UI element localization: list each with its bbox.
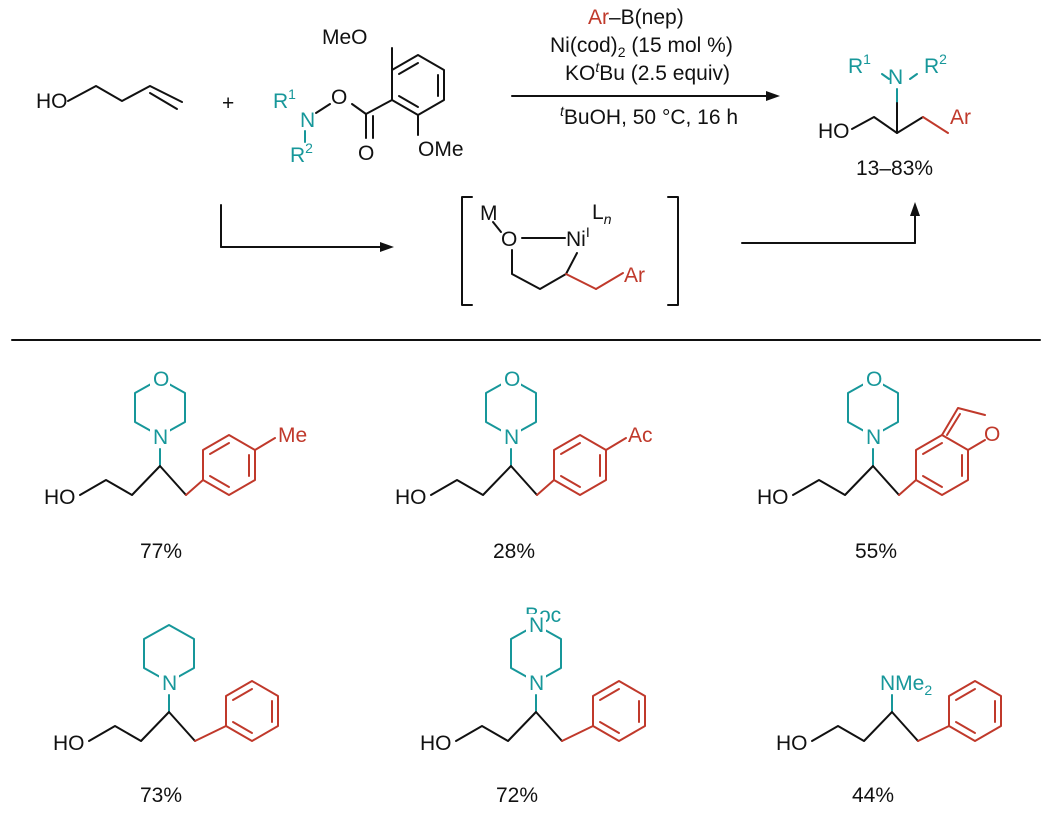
condition-solvent: tBuOH, 50 °C, 16 h [560,103,738,129]
example-6-ho-label: HO [776,732,808,755]
example-6-amine-label: NMe2 [880,672,932,698]
nickelacycle-intermediate: M O NiI Ln Ar [461,196,679,306]
reaction-conditions: Ar–B(nep) Ni(cod)2 (15 mol %) KOtBu (2.5… [511,6,780,129]
product-r2-label: R2 [924,51,947,78]
example-2-yield: 28% [493,540,535,563]
mechanism-arrows [220,202,920,252]
example-1-ho-label: HO [44,486,76,509]
product-ho-label: HO [818,120,850,143]
example-6-yield: 44% [852,784,894,807]
example-5-yield: 72% [496,784,538,807]
example-4-yield: 73% [140,784,182,807]
product-structure: R1 N R2 HO Ar 13–83% [818,51,971,180]
example-3-amine-n: N [866,426,881,449]
example-4-amine-n: N [162,672,177,695]
condition-base: KOtBu (2.5 equiv) [565,59,730,85]
example-3: O N HO O 55% [757,368,1000,563]
example-1: O N HO Me 77% [44,368,307,563]
reagent-n-label: N [300,109,315,132]
plus-sign: + [222,92,234,115]
intermediate-ni-label: NiI [566,224,590,251]
intermediate-ligand-label: Ln [592,201,612,227]
example-4: N HO 73% [53,624,279,807]
homoallyl-alcohol: HO [36,85,183,113]
o-benzoyl-hydroxylamine: R1 N R2 O O MeO OMe [273,26,464,167]
example-2-morpholine-o: O [504,368,520,391]
intermediate-m-label: M [480,202,498,225]
reagent-r1-label: R1 [273,86,296,113]
example-3-yield: 55% [855,540,897,563]
reagent-ome-bottom-label: OMe [418,138,464,161]
example-5-amine-n: N [529,672,544,695]
condition-aryl-boron: Ar–B(nep) [588,6,684,29]
example-6: NMe2 HO 44% [776,672,1002,807]
intermediate-ar-label: Ar [624,264,645,287]
example-1-yield: 77% [140,540,182,563]
reagent-carbonyl-o-label: O [358,142,374,165]
product-yield-range: 13–83% [856,157,933,180]
example-1-morpholine-o: O [153,368,169,391]
reagent-r2-label: R2 [290,140,313,167]
example-1-amine-n: N [153,426,168,449]
example-2-ac-substituent: Ac [628,424,653,447]
example-2-ho-label: HO [395,486,427,509]
example-2: O N HO Ac 28% [395,368,653,563]
example-3-furan-o: O [984,423,1000,446]
product-ar-label: Ar [950,106,971,129]
example-1-me-substituent: Me [278,424,307,447]
condition-catalyst: Ni(cod)2 (15 mol %) [550,34,733,60]
example-3-morpholine-o: O [866,368,882,391]
example-4-ho-label: HO [53,732,85,755]
intermediate-o-label: O [501,228,517,251]
product-r1-label: R1 [848,51,871,78]
example-2-amine-n: N [504,426,519,449]
product-n-label: N [888,66,903,89]
example-5: Boc N N HO 72% [420,604,646,807]
reagent-ome-top-label: MeO [322,26,368,49]
reagent-ester-o-label: O [331,86,347,109]
example-5-top-n: N [529,614,544,637]
example-3-ho-label: HO [757,486,789,509]
reactant-ho-label: HO [36,90,68,113]
example-5-ho-label: HO [420,732,452,755]
